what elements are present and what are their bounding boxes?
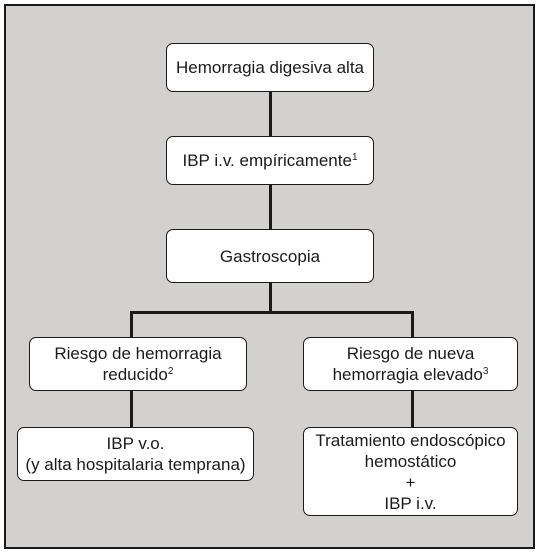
connector-1-2	[269, 91, 272, 137]
riesgo-hemorragia-reducido-line2: reducido2	[102, 365, 174, 384]
riesgo-nueva-hemorragia-elevado-line2: hemorragia elevado3	[332, 365, 489, 384]
ibp-iv-empiricamente-box: IBP i.v. empíricamente1	[166, 136, 374, 185]
tratamiento-endoscopico-line2: hemostático	[364, 451, 457, 471]
hemorragia-digestiva-alta-label: Hemorragia digesiva alta	[175, 58, 365, 77]
tratamiento-endoscopico-box: Tratamiento endoscópico hemostático + IB…	[303, 427, 518, 516]
gastroscopia-box: Gastroscopia	[166, 229, 374, 283]
footnote-1: 1	[351, 152, 358, 163]
hemorragia-digestiva-alta-box: Hemorragia digesiva alta	[166, 43, 374, 92]
connector-left-risk-treatment	[130, 390, 133, 428]
footnote-3: 3	[482, 366, 489, 377]
riesgo-hemorragia-reducido-box: Riesgo de hemorragia reducido2	[29, 337, 247, 391]
ibp-vo-label: IBP v.o.	[106, 434, 165, 453]
riesgo-nueva-hemorragia-elevado-line1: Riesgo de nueva	[346, 344, 475, 363]
alta-hospitalaria-temprana-label: (y alta hospitalaria temprana)	[25, 455, 246, 474]
plus-sign: +	[405, 472, 416, 492]
connector-split-horizontal	[130, 311, 414, 314]
connector-3-split	[269, 282, 272, 313]
ibp-iv-empiricamente-label: IBP i.v. empíricamente1	[182, 151, 358, 170]
ibp-iv-label: IBP i.v.	[384, 493, 437, 513]
connector-split-right	[411, 311, 414, 337]
ibp-vo-alta-temprana-box: IBP v.o. (y alta hospitalaria temprana)	[17, 427, 254, 481]
connector-split-left	[130, 311, 133, 337]
footnote-2: 2	[167, 366, 174, 377]
connector-2-3	[269, 184, 272, 230]
connector-right-risk-treatment	[411, 390, 414, 428]
riesgo-nueva-hemorragia-elevado-box: Riesgo de nueva hemorragia elevado3	[303, 337, 518, 391]
riesgo-hemorragia-reducido-line1: Riesgo de hemorragia	[54, 344, 222, 363]
gastroscopia-label: Gastroscopia	[219, 246, 321, 266]
tratamiento-endoscopico-line1: Tratamiento endoscópico	[315, 430, 506, 450]
